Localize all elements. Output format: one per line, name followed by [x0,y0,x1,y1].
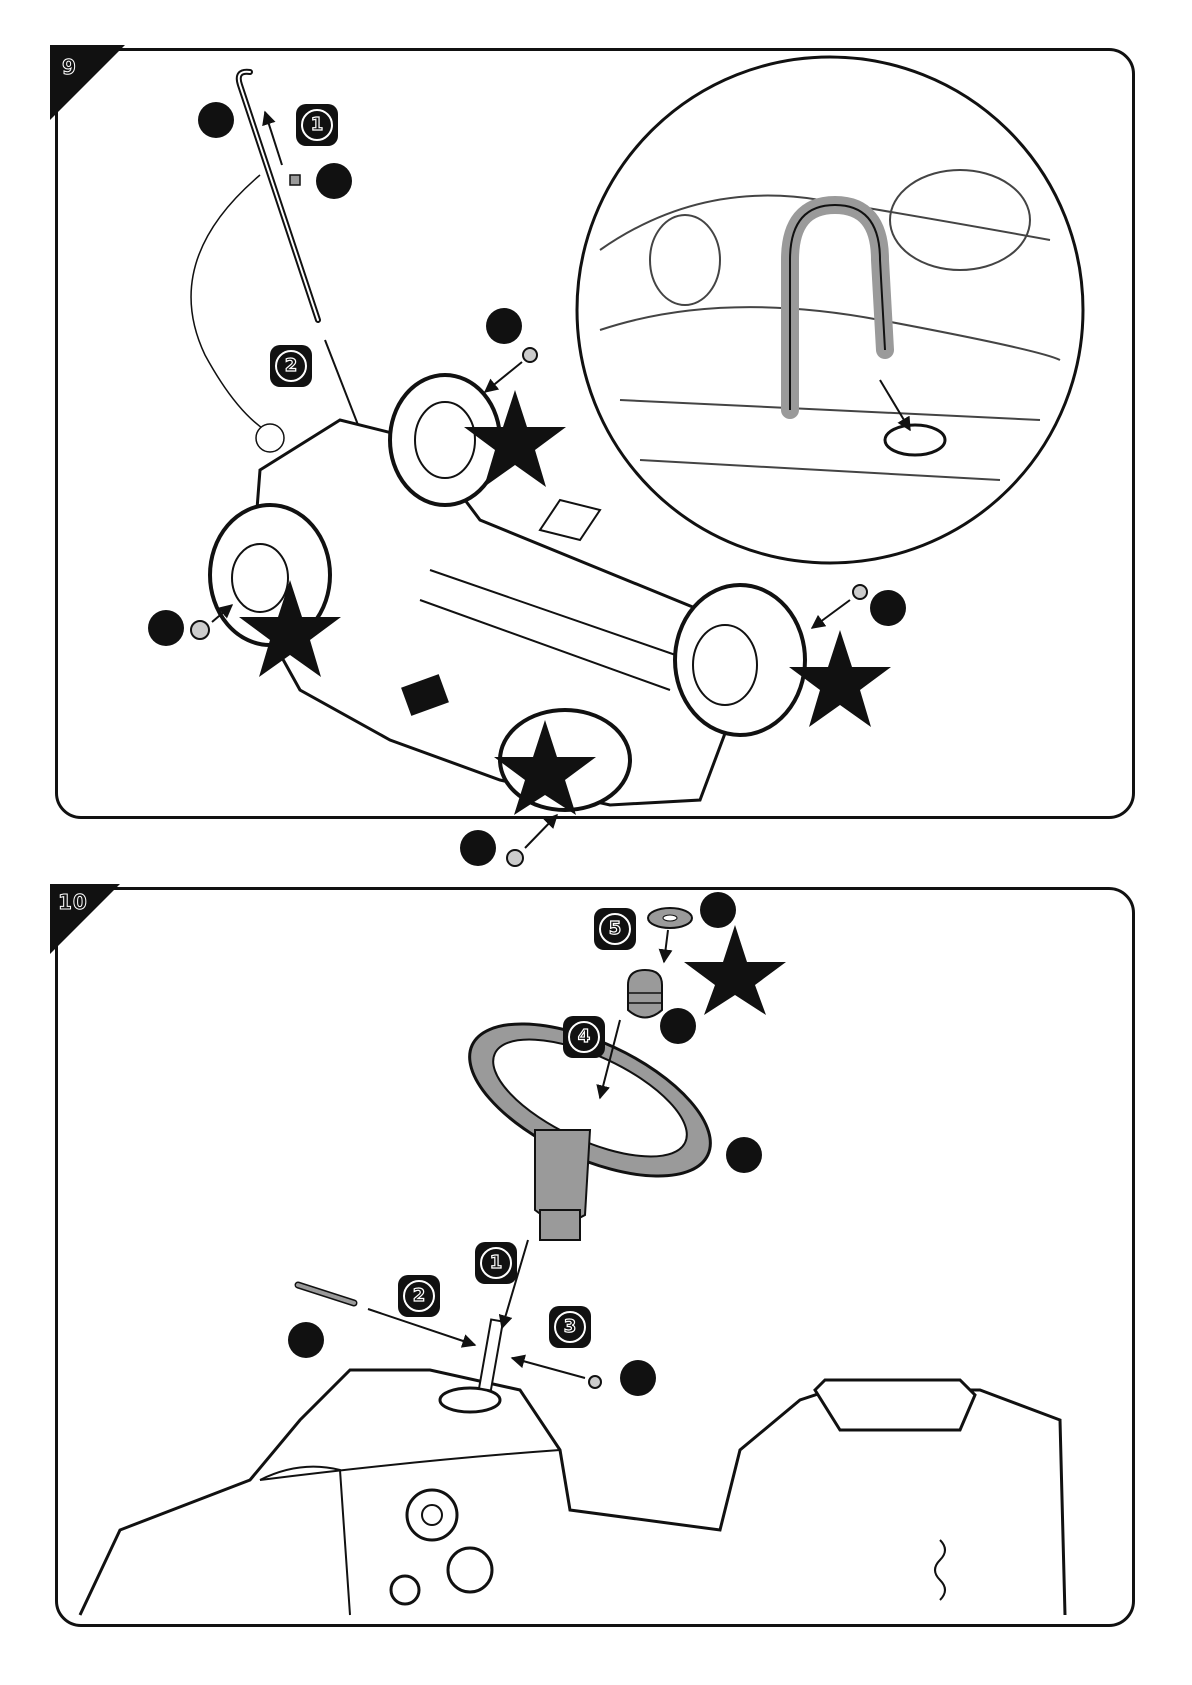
step-badge-2: 2 [270,345,312,387]
callout-dot-icon [660,1008,696,1044]
step-badge-5: 5 [594,908,636,950]
detail-connector [191,175,284,452]
callout-dot-icon [460,830,496,866]
callout-dot-icon [316,163,352,199]
callout-dot-icon [198,102,234,138]
step-badge-4: 4 [563,1016,605,1058]
vehicle-body-panel-10 [80,1319,1065,1615]
callout-dot-icon [148,610,184,646]
callout-dot-icon [700,892,736,928]
step-badge-2: 2 [398,1275,440,1317]
callout-dot-icon [288,1322,324,1358]
detail-zoom-circle [577,57,1083,563]
callout-dot-icon [486,308,522,344]
callout-dot-icon [726,1137,762,1173]
step-badge-1: 1 [475,1242,517,1284]
horn-cap-part [628,908,692,1018]
star-icon [684,925,786,1015]
step-badge-1: 1 [296,104,338,146]
callout-dot-icon [870,590,906,626]
step-badge-3: 3 [549,1306,591,1348]
callout-dot-icon [620,1360,656,1396]
